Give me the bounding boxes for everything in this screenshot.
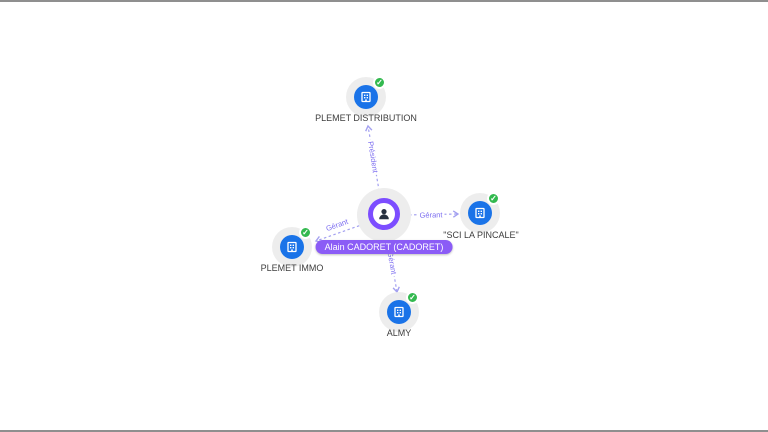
verified-badge-icon: ✓: [487, 192, 500, 205]
person-name-pill[interactable]: Alain CADORET (CADORET): [315, 240, 453, 254]
node-label-almy: ALMY: [386, 328, 412, 338]
node-label-plemet-distribution: PLEMET DISTRIBUTION: [315, 113, 417, 123]
verified-badge-icon: ✓: [373, 76, 386, 89]
edge-label-gerant-plemet-immo: Gérant: [322, 216, 352, 234]
node-plemet-immo[interactable]: ✓: [272, 226, 312, 267]
verified-badge-icon: ✓: [406, 291, 419, 304]
node-alain-cadoret[interactable]: [357, 188, 411, 242]
node-label-sci-la-pincale: "SCI LA PINCALE": [443, 230, 519, 240]
company-building-icon: [280, 235, 304, 259]
node-label-plemet-immo: PLEMET IMMO: [260, 263, 324, 273]
company-building-icon: [468, 201, 492, 225]
person-icon: [377, 207, 391, 221]
edge-label-gerant-sci: Gérant: [417, 210, 445, 220]
company-building-icon: [354, 85, 378, 109]
node-almy[interactable]: ✓: [379, 291, 419, 332]
node-sci-la-pincale[interactable]: ✓: [460, 192, 500, 233]
person-ring: [368, 198, 400, 230]
company-building-icon: [387, 300, 411, 324]
verified-badge-icon: ✓: [299, 226, 312, 239]
edge-label-president: Président: [365, 138, 381, 176]
node-plemet-distribution[interactable]: ✓: [346, 76, 386, 117]
